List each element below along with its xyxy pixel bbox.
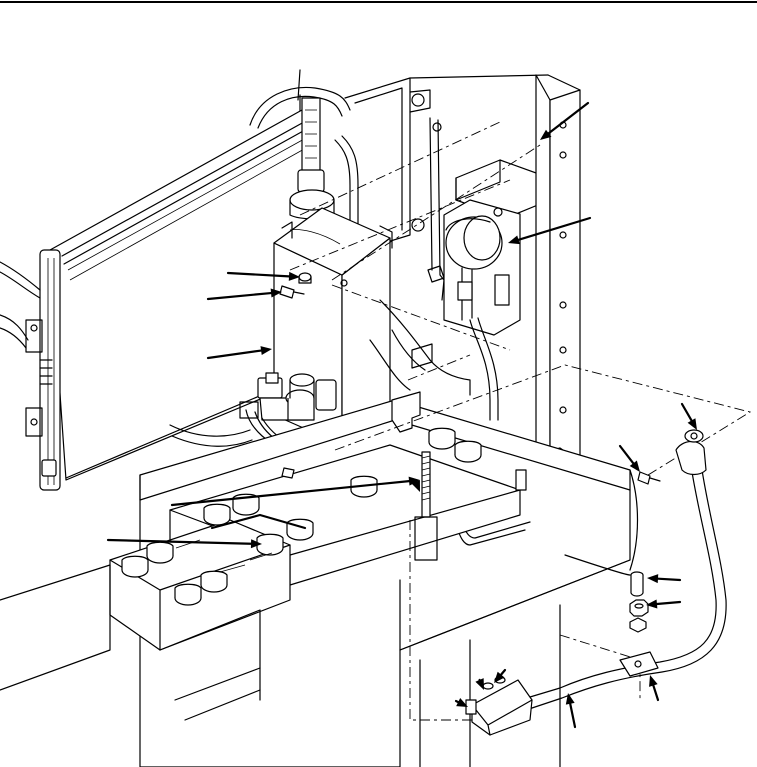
callout-04-leader — [206, 288, 282, 301]
callout-05-leader-line — [206, 349, 263, 360]
washer — [629, 617, 647, 633]
upper-hoses — [249, 86, 359, 231]
callout-03-leader — [226, 271, 300, 281]
batteries — [0, 427, 521, 721]
callout-02-arrowhead — [508, 235, 520, 245]
callout-11-arrowhead — [646, 599, 658, 609]
callout-13-arrowhead — [565, 693, 575, 705]
screw-2 — [279, 285, 305, 299]
callout-leaders — [106, 101, 697, 729]
callout-02-leader-line — [517, 216, 592, 241]
callout-16-arrowhead — [456, 698, 468, 707]
callout-08-arrowhead — [687, 418, 697, 430]
callout-07-arrowhead — [250, 539, 262, 549]
callout-01-leader — [540, 101, 590, 140]
condenser-radiator — [0, 109, 319, 491]
callout-09-leader — [618, 444, 640, 472]
callout-08-leader-line — [680, 402, 693, 422]
callout-06-leader-line — [170, 480, 411, 507]
callout-03-leader-line — [226, 271, 291, 278]
callout-05-leader — [206, 346, 272, 360]
callout-15-leader — [475, 678, 484, 690]
callout-17-leader-line — [413, 478, 417, 483]
callout-09-arrowhead — [629, 460, 640, 472]
callout-10-leader — [647, 574, 682, 584]
screw-3 — [281, 467, 295, 479]
callout-11-leader — [646, 599, 682, 609]
callout-12-arrowhead — [649, 675, 658, 687]
callout-12-leader — [649, 675, 660, 702]
callout-15-arrowhead — [475, 678, 484, 690]
callout-01-leader-line — [547, 101, 590, 135]
callout-10-arrowhead — [647, 574, 659, 584]
callout-05-arrowhead — [260, 346, 272, 355]
spacer — [630, 571, 644, 597]
exploded-view-dashed-lines — [289, 121, 752, 721]
callout-17-arrowhead — [411, 480, 420, 492]
pressure-switch-bracket — [443, 138, 551, 421]
callout-01-arrowhead — [540, 129, 552, 140]
mounting-rail — [523, 74, 581, 501]
callout-14-leader — [494, 668, 507, 683]
callout-12-leader-line — [652, 684, 660, 702]
callout-14-leader-line — [500, 668, 507, 676]
callout-11-leader-line — [655, 600, 682, 606]
callout-02-leader — [508, 216, 592, 245]
callout-09-leader-line — [618, 444, 635, 465]
callout-14-arrowhead — [494, 671, 505, 683]
callout-13-leader-line — [569, 702, 577, 729]
callout-07-leader — [106, 538, 262, 549]
callout-07-leader-line — [106, 538, 253, 545]
callout-17-leader — [411, 478, 420, 492]
bolt-1 — [637, 471, 661, 485]
callout-16-leader-line — [454, 699, 460, 704]
callout-04-arrowhead — [270, 288, 282, 298]
callout-08-leader — [680, 402, 697, 430]
side-brackets — [369, 299, 471, 433]
loose-hardware — [279, 272, 661, 633]
callout-04-leader-line — [206, 291, 273, 301]
rear-panel — [297, 69, 549, 301]
callout-03-arrowhead — [288, 271, 300, 281]
callout-10-leader-line — [656, 577, 682, 582]
hold-down-rod — [414, 451, 527, 561]
nut — [629, 599, 649, 617]
callout-13-leader — [565, 693, 577, 729]
callout-16-leader — [454, 698, 468, 707]
